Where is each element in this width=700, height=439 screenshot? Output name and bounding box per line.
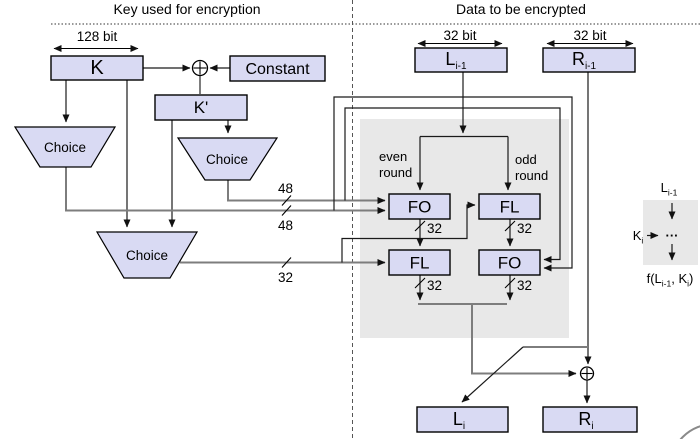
subkey-48-lower-label: 48 — [278, 218, 293, 233]
fl-even-box — [388, 249, 451, 276]
l-input-base: L — [445, 49, 455, 69]
l-output-sub: i — [463, 421, 465, 432]
fl-even-label: FL — [410, 254, 430, 273]
l-input-sub: i-1 — [455, 61, 467, 72]
legend-key-base: K — [633, 228, 642, 243]
legend-output-text: f(Li-1, Ki) — [647, 271, 694, 289]
r-output-box — [542, 406, 638, 433]
constant-box — [229, 55, 326, 82]
r-input-box — [542, 47, 636, 73]
l-input-text: Li-1 — [445, 49, 467, 72]
fo-odd-label: FO — [498, 254, 522, 273]
subkey-48-upper-label: 48 — [278, 181, 293, 196]
even-round-label-1: even — [379, 149, 407, 164]
fl-subkey-branch-line — [341, 201, 476, 263]
modified-key-label: K' — [194, 98, 209, 117]
swap-diagonal-line — [461, 346, 524, 403]
subkey-32-label: 32 — [278, 270, 293, 285]
legend-input-sub: i-1 — [668, 188, 678, 198]
r-output-base: R — [578, 409, 591, 429]
choice1-label: Choice — [44, 140, 86, 155]
legend-input-text: Li-1 — [661, 180, 678, 198]
outer-subkey-wrap-line — [333, 96, 573, 272]
legend-key-text: Ki — [633, 228, 644, 246]
key-register-box — [50, 55, 144, 81]
wire-32-label: 32 — [517, 278, 532, 293]
legend-dots: ··· — [666, 228, 679, 243]
bus-width-tick — [504, 277, 516, 289]
right-data-width-label: 32 bit — [573, 28, 606, 43]
r-input-text: Ri-1 — [572, 49, 597, 72]
legend-f-p3: ) — [689, 271, 693, 286]
round-function-area — [360, 119, 569, 338]
fo-odd-box — [478, 249, 541, 276]
bus-width-tick — [281, 257, 292, 268]
wire-32-label: 32 — [427, 278, 442, 293]
choice2-48bit-line — [227, 180, 386, 204]
choice1-48bit-line — [65, 167, 386, 214]
r-input-sub: i-1 — [585, 61, 597, 72]
choice2-box — [176, 137, 279, 181]
fl-odd-label: FL — [500, 198, 520, 217]
legend-f-sub2: i — [687, 279, 689, 289]
l-output-box — [416, 406, 509, 433]
l-output-text: Li — [453, 409, 465, 432]
key-xor-icon — [191, 59, 209, 77]
fo-even-box — [388, 193, 451, 220]
fl-odd-box — [478, 193, 541, 220]
choice1-box — [13, 126, 117, 168]
wire-32-label: 32 — [427, 221, 442, 236]
key-section-title: Key used for encryption — [113, 1, 260, 17]
choice3-box — [95, 231, 199, 279]
bus-width-tick — [414, 220, 426, 232]
bus-width-tick — [414, 277, 426, 289]
r-input-base: R — [572, 49, 585, 69]
r-output-text: Ri — [578, 409, 593, 432]
odd-round-label-2: round — [515, 168, 548, 183]
fo-even-label: FO — [408, 198, 432, 217]
left-data-width-label: 32 bit — [443, 28, 476, 43]
data-section-title: Data to be encrypted — [456, 1, 586, 17]
bus-width-tick — [281, 205, 292, 216]
corner-logo-arc — [679, 425, 700, 439]
legend-f-p2: , K — [671, 271, 687, 286]
legend-f-p1: f(L — [647, 271, 662, 286]
key-register-label: K — [90, 57, 104, 79]
wire-32-label: 32 — [517, 221, 532, 236]
l-input-box — [414, 47, 508, 73]
bus-width-tick — [504, 220, 516, 232]
legend-input-base: L — [661, 180, 668, 195]
r-output-sub: i — [591, 421, 593, 432]
round-xor-icon — [579, 366, 595, 381]
l-output-base: L — [453, 409, 463, 429]
modified-key-box — [154, 94, 248, 121]
f-output-to-xor-line — [471, 304, 577, 377]
legend-key-sub: i — [641, 236, 643, 246]
even-round-label-2: round — [379, 165, 412, 180]
constant-label: Constant — [245, 61, 310, 78]
legend-f-sub1: i-1 — [662, 279, 672, 289]
choice3-label: Choice — [126, 248, 168, 263]
choice2-label: Choice — [206, 152, 248, 167]
inner-subkey-wrap-line — [344, 107, 561, 263]
odd-round-label-1: odd — [515, 152, 537, 167]
key-width-label: 128 bit — [77, 29, 118, 44]
bus-width-tick — [281, 195, 292, 206]
